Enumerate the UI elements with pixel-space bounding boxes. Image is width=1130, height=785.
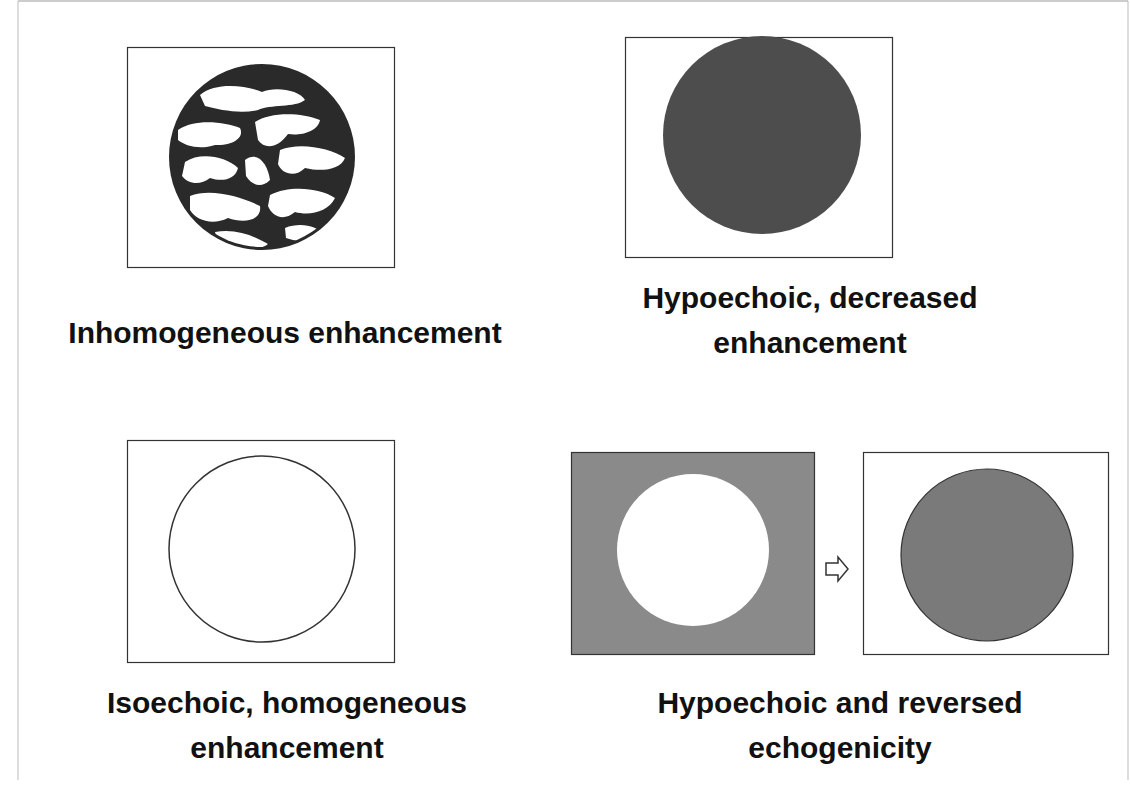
caption: Hypoechoic, decreased enhancement (580, 275, 1040, 365)
reversed-panel (572, 453, 1109, 655)
hypoechoic-panel (626, 36, 893, 258)
caption: Inhomogeneous enhancement (5, 310, 565, 355)
inhomogeneous-panel (128, 48, 395, 268)
caption: Isoechoic, homogeneous enhancement (57, 680, 517, 770)
isoechoic-panel (128, 441, 395, 663)
caption: Hypoechoic and reversed echogenicity (610, 680, 1070, 770)
page-frame (18, 1, 1128, 780)
